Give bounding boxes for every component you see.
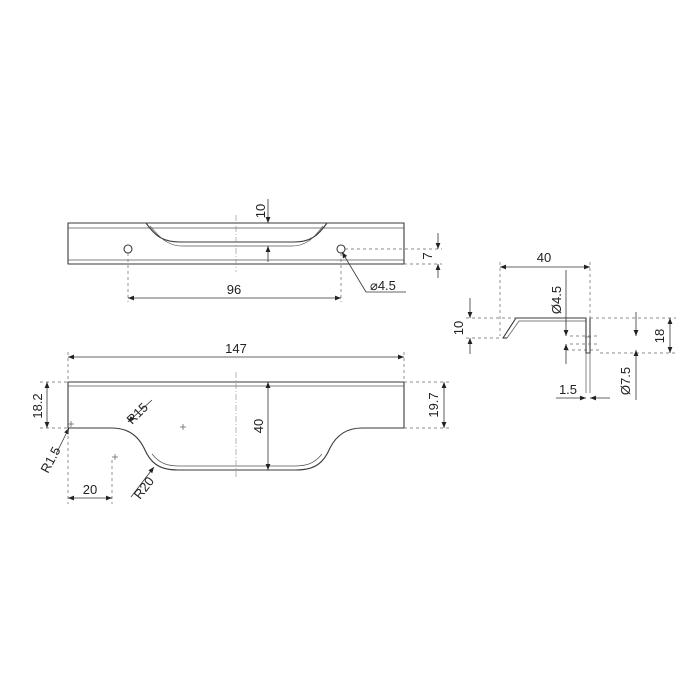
dim-front-length: 147	[225, 341, 247, 356]
side-view: 40 Ø4.5 10 18 Ø7.5 1.5	[451, 250, 676, 401]
top-view-hole-left	[123, 244, 133, 254]
dim-side-lip-height: 10	[451, 321, 466, 335]
dim-front-radius-large: R20	[131, 474, 158, 502]
dim-front-corner-radius: R1.5	[37, 444, 63, 475]
front-view: 147 18.2 19.7 40 R1.5 R15 R20 20	[30, 341, 450, 504]
dim-front-right-height: 19.7	[426, 392, 441, 417]
dim-front-radius-small: R15	[124, 400, 151, 427]
dim-front-left-height: 18.2	[30, 393, 45, 418]
dim-side-height: 18	[652, 329, 667, 343]
dim-side-hole-diameter: Ø4.5	[549, 286, 564, 314]
front-view-outline	[67, 381, 405, 471]
dim-side-thickness: 1.5	[559, 382, 577, 397]
top-view-hole-right	[336, 244, 346, 254]
dim-top-hole-offset: 7	[420, 252, 435, 259]
dim-front-offset: 20	[83, 482, 97, 497]
side-view-profile	[502, 317, 591, 354]
dim-top-hole-spacing: 96	[227, 282, 241, 297]
dim-side-depth: 40	[537, 250, 551, 265]
dim-top-slot-height: 10	[253, 204, 268, 218]
top-view-recess	[145, 222, 328, 243]
top-view: 10 7 96 ⌀4.5	[67, 199, 442, 302]
dim-front-total-height: 40	[251, 419, 266, 433]
dim-top-hole-diameter: ⌀4.5	[370, 278, 396, 293]
dim-side-counterbore: Ø7.5	[618, 367, 633, 395]
